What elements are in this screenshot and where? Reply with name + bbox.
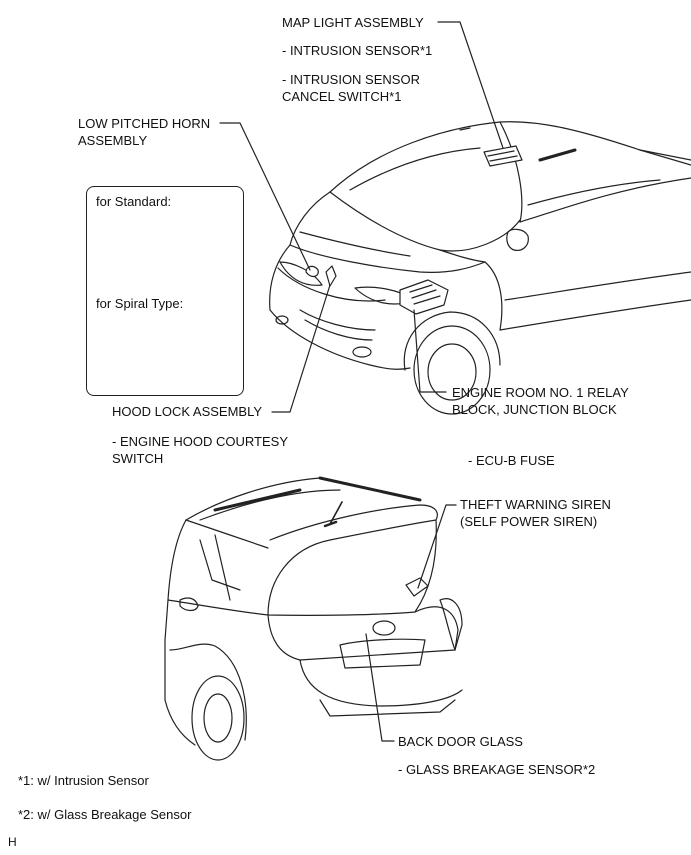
label-for-spiral-type: for Spiral Type:	[96, 296, 184, 311]
label-glass-breakage-sensor: - GLASS BREAKAGE SENSOR*2	[398, 762, 596, 777]
rear-vehicle-drawing	[164, 476, 463, 761]
label-theft-warning-siren: THEFT WARNING SIREN (SELF POWER SIREN)	[460, 497, 611, 529]
label-intrusion-cancel-switch: - INTRUSION SENSOR CANCEL SWITCH*1	[282, 72, 420, 104]
front-vehicle-drawing	[269, 121, 691, 415]
label-intrusion-sensor: - INTRUSION SENSOR*1	[282, 43, 433, 58]
label-hood-lock-assembly: HOOD LOCK ASSEMBLY	[112, 404, 263, 419]
label-map-light-assembly: MAP LIGHT ASSEMBLY	[282, 15, 424, 30]
label-for-standard: for Standard:	[96, 194, 172, 209]
label-back-door-glass: BACK DOOR GLASS	[398, 734, 523, 749]
label-ecu-b-fuse: - ECU-B FUSE	[468, 453, 555, 468]
leader-lines-rear	[365, 504, 457, 742]
label-low-pitched-horn: LOW PITCHED HORN ASSEMBLY	[78, 116, 211, 148]
label-engine-room-relay-block: ENGINE ROOM NO. 1 RELAY BLOCK, JUNCTION …	[452, 385, 629, 417]
label-engine-hood-courtesy-switch: - ENGINE HOOD COURTESY SWITCH	[112, 434, 289, 466]
footnote-1: *1: w/ Intrusion Sensor	[18, 773, 149, 788]
footnote-2: *2: w/ Glass Breakage Sensor	[18, 807, 192, 822]
leader-lines-front	[219, 21, 504, 413]
horn-type-inset	[86, 186, 244, 396]
corner-mark: H	[8, 835, 17, 849]
